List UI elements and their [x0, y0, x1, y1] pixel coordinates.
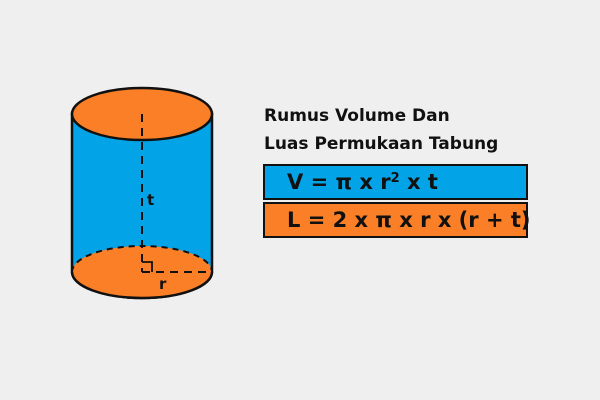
surface-formula-text: L = 2 x π x r x (r + t) — [287, 208, 531, 232]
right-angle-marker — [142, 261, 153, 272]
volume-formula-box: V = π x r2 x t — [263, 164, 528, 200]
title-line-2: Luas Permukaan Tabung — [264, 134, 499, 154]
radius-label: r — [159, 275, 167, 293]
height-label: t — [147, 191, 154, 209]
volume-formula-exponent: 2 — [390, 171, 400, 186]
volume-formula-prefix: V = π x r — [287, 170, 391, 194]
volume-formula-suffix: x t — [399, 170, 438, 194]
cylinder-bottom-front-edge — [70, 271, 214, 300]
title-line-1: Rumus Volume Dan — [264, 106, 450, 126]
surface-formula-box: L = 2 x π x r x (r + t) — [263, 202, 531, 238]
